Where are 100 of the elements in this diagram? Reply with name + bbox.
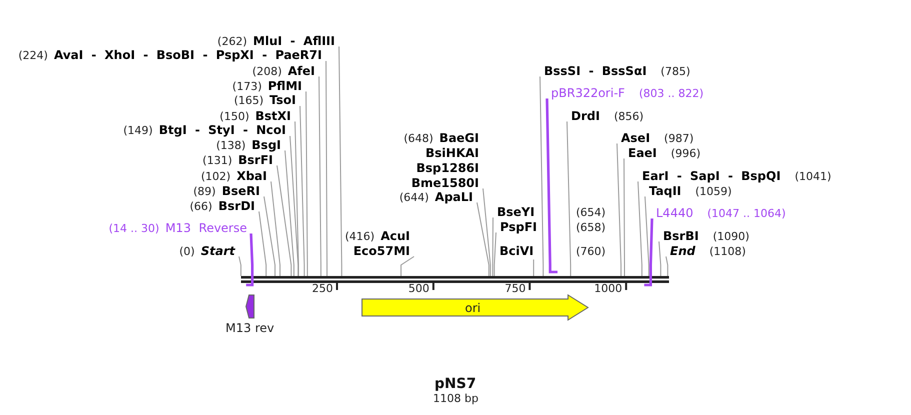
feature-label: M13 rev: [226, 321, 274, 335]
leader-line: [644, 196, 650, 276]
site-position: (654): [576, 206, 606, 218]
dna-line: [241, 276, 669, 283]
leader-line: [246, 233, 254, 286]
leader-line: [533, 259, 534, 276]
enzyme-name: ApaLI: [434, 190, 473, 204]
leader-line: [294, 121, 299, 276]
enzyme-name: TsoI: [270, 94, 296, 107]
enzyme-name: BssSI - BssSαI: [544, 64, 647, 78]
feature-label: ori: [465, 300, 481, 314]
enzyme-name: EarI - SapI - BspQI: [642, 170, 781, 182]
enzyme-name: BtgI - StyI - NcoI: [158, 124, 286, 137]
primer-range: (14 .. 30): [108, 222, 160, 234]
leader-line: [658, 241, 662, 276]
map-title: pNS7: [434, 376, 476, 392]
enzyme-name: DrdI: [571, 110, 600, 122]
leader-line: [326, 60, 328, 276]
site-position: (1041): [794, 170, 832, 182]
primer-range: (1047 .. 1064): [707, 206, 786, 220]
enzyme-name: Bme1580I: [411, 176, 479, 190]
enzyme-name: TaqII: [649, 184, 682, 198]
leader-line: [482, 188, 491, 276]
enzyme-name: BaeGI: [439, 132, 479, 144]
leader-line: [276, 165, 292, 276]
enzyme-name: PspFI: [500, 220, 537, 234]
site-position: (658): [576, 220, 606, 234]
enzyme-name: BsrBI: [663, 230, 699, 242]
primer-range: (803 .. 822): [638, 86, 704, 100]
enzyme-name: Bsp1286I: [416, 162, 479, 174]
site-position: (102): [201, 170, 231, 182]
enzyme-name: BsrFI: [238, 154, 273, 166]
map-end-label: Start: [200, 244, 235, 258]
leader-line: [338, 46, 342, 276]
site-position: (1108): [709, 244, 746, 258]
enzyme-name: Eco57MI: [353, 244, 410, 258]
site-position: (262): [217, 34, 248, 48]
enzyme-name: BseYI: [497, 206, 535, 218]
enzyme-name: BseRI: [222, 184, 260, 198]
site-position: (224): [18, 49, 48, 62]
site-position: (149): [123, 124, 153, 137]
site-position: (1059): [695, 184, 732, 198]
leader-line: [270, 181, 280, 276]
sequence-length: 1108 bp: [433, 392, 478, 405]
primer-name: pBR322ori-F: [551, 86, 625, 100]
enzyme-name: BsrDI: [218, 200, 255, 212]
site-position: (173): [232, 80, 262, 92]
leader-line: [306, 91, 308, 276]
leader-line: [290, 136, 299, 276]
enzyme-name: AfeI: [288, 64, 315, 78]
leader-line: [546, 98, 558, 274]
leader-line: [258, 211, 267, 276]
enzyme-name: BstXI: [255, 110, 291, 122]
leader-line: [494, 232, 496, 276]
enzyme-name: AseI: [621, 132, 650, 144]
primer-name: M13 Reverse: [165, 222, 247, 234]
site-position: (760): [576, 244, 606, 258]
leader-line: [666, 256, 668, 276]
site-position: (66): [190, 200, 212, 212]
enzyme-name: BciVI: [500, 244, 534, 258]
leader-line: [264, 196, 276, 276]
scale-label: 750: [504, 282, 526, 295]
site-position: (138): [216, 138, 246, 152]
primer-name: L4440: [656, 206, 694, 220]
enzyme-name: MluI - AflIII: [253, 34, 335, 48]
site-position: (856): [614, 110, 644, 122]
leader-line: [400, 256, 414, 276]
leader-line: [238, 256, 242, 276]
enzyme-name: XbaI: [236, 170, 267, 182]
enzyme-name: AcuI: [380, 230, 410, 242]
leader-line: [638, 181, 642, 276]
enzyme-name: PflMI: [268, 80, 302, 92]
leader-line: [616, 143, 622, 276]
site-position: (416): [344, 230, 375, 242]
leader-line: [566, 121, 572, 276]
leader-line: [492, 217, 494, 276]
leader-line: [624, 158, 625, 276]
site-position: (644): [399, 190, 429, 204]
leader-line: [284, 150, 294, 276]
site-position: (785): [660, 64, 690, 78]
enzyme-name: EaeI: [628, 146, 657, 160]
site-position: (150): [220, 110, 250, 122]
enzyme-name: BsiHKAI: [426, 146, 479, 160]
leader-line: [318, 76, 322, 276]
scale-label: 1000: [594, 282, 622, 295]
map-end-label: End: [670, 244, 696, 258]
site-position: (648): [404, 132, 434, 144]
enzyme-name: BsgI: [252, 138, 281, 152]
site-position: (987): [664, 132, 694, 144]
site-position: (208): [252, 64, 282, 78]
enzyme-name: AvaI - XhoI - BsoBI - PspXI - PaeR7I: [54, 49, 322, 62]
scale-label: 250: [312, 282, 333, 295]
leader-line: [476, 202, 490, 276]
leader-line: [644, 218, 654, 286]
scale-label: 500: [408, 282, 430, 295]
site-position: (131): [202, 154, 232, 166]
leader-line: [300, 106, 305, 276]
site-position: (1090): [712, 230, 750, 242]
site-position: (89): [193, 184, 216, 198]
site-position: (0): [179, 244, 195, 258]
